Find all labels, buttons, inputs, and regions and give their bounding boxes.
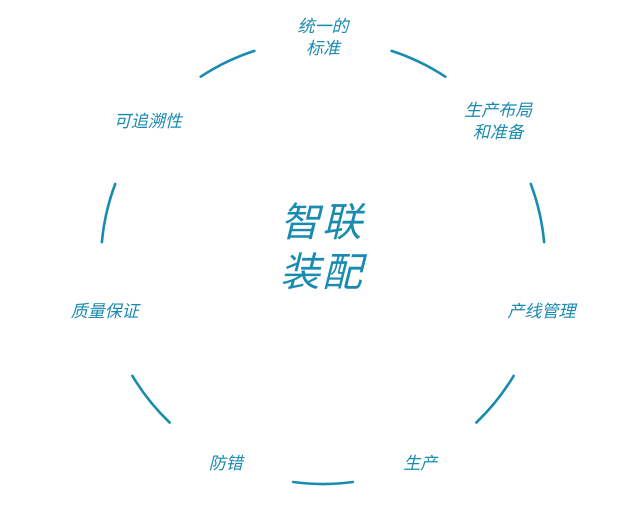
node-production-label: 生产 [403,453,438,474]
node-standard-line-1: 统一的 [297,17,349,37]
ring-arc-5 [131,374,171,424]
node-line-management-label: 产线管理 [507,301,576,322]
node-standard: 统一的 标准 [298,16,349,60]
node-error-proofing: 防错 [209,453,243,475]
node-line-management: 产线管理 [507,301,575,323]
ring-arc-4 [291,480,355,486]
node-layout: 生产布局 和准备 [464,100,532,144]
node-error-proofing-label: 防错 [208,453,243,474]
node-quality-label: 质量保证 [70,301,139,322]
center-title-line-2: 装配 [280,250,364,296]
ring-arc-6 [100,182,117,244]
ring-arc-1 [390,49,447,78]
center-title: 智联 装配 [280,198,364,298]
center-title-line-1: 智联 [280,200,364,246]
node-traceability: 可追溯性 [114,111,182,133]
node-traceability-label: 可追溯性 [113,112,182,133]
ring-arc-3 [475,374,515,424]
node-quality: 质量保证 [71,301,139,323]
node-standard-line-2: 标准 [306,39,340,59]
ring-arc-2 [529,182,546,244]
node-layout-line-2: 和准备 [472,123,524,144]
node-layout-line-1: 生产布局 [464,101,533,122]
node-production: 生产 [403,453,437,475]
ring-arc-7 [199,49,256,78]
